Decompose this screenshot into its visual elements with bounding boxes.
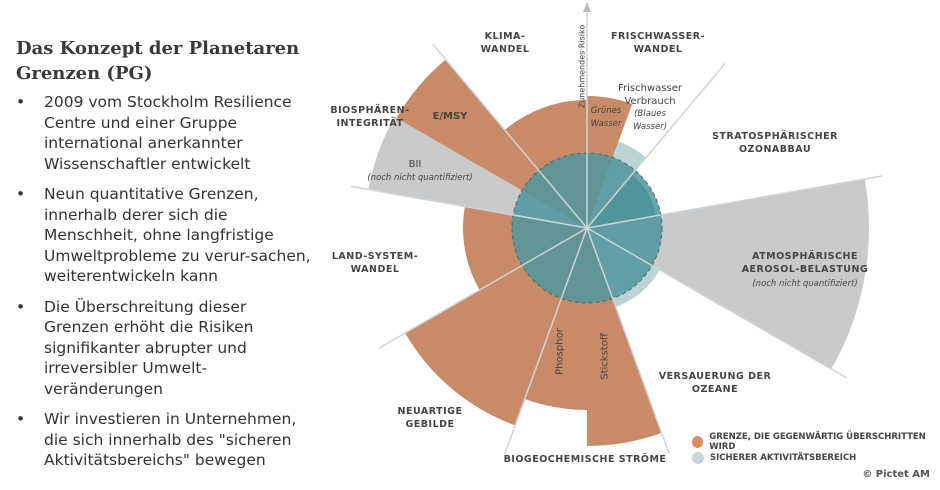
bullet-item: Wir investieren in Unternehmen, die sich… (14, 409, 314, 471)
label-aerosol-note: (noch nicht quantifiziert) (752, 279, 858, 289)
copyright: © Pictet AM (862, 469, 930, 480)
arrow-up-icon (583, 2, 591, 12)
label-stickstoff: Stickstoff (599, 333, 611, 380)
label-ozon: STRATOSPHÄRISCHER OZONABBAU (712, 131, 838, 155)
label-frischwasser: FRISCHWASSER- WANDEL (610, 31, 705, 55)
sector-divider (504, 227, 588, 454)
label-neu: NEUARTIGE GEBILDE (397, 406, 463, 430)
sector-divider (586, 175, 883, 229)
sector-divider (350, 185, 588, 229)
bullet-item: Neun quantitative Grenzen, innerhalb der… (14, 184, 314, 287)
label-aerosol: ATMOSPHÄRISCHE AEROSOL-BELASTUNG (741, 251, 869, 275)
sector-divider (586, 62, 726, 229)
legend-exceeded: GRENZE, DIE GEGENWÄRTIG ÜBERSCHRITTEN WI… (692, 432, 940, 452)
label-frischwasser-verbrauch: Frischwasser Verbrauch (618, 83, 682, 107)
label-bii-note: (noch nicht quantifiziert) (367, 173, 473, 183)
bullet-item: Die Überschreitung dieser Grenzen erhöht… (14, 297, 314, 400)
label-blaues-wasser: (Blaues Wasser) (632, 109, 668, 132)
axis-label-risk: Zunehmendes Risiko (577, 24, 587, 109)
label-bii: BII (408, 159, 422, 170)
label-emsy: E/MSY (432, 111, 468, 122)
label-land: LAND-SYSTEM- WANDEL (331, 251, 419, 275)
sector-divider (378, 227, 588, 349)
slide-title: Das Konzept der Planetaren Grenzen (PG) (16, 38, 300, 84)
orange-dot-icon (692, 436, 704, 448)
sector-divider (432, 43, 588, 229)
sector-divider (586, 227, 848, 379)
legend-exceeded-label: GRENZE, DIE GEGENWÄRTIG ÜBERSCHRITTEN WI… (709, 432, 926, 452)
label-ozean: VERSAUERUNG DER OZEANE (658, 371, 772, 395)
legend-safe: SICHERER AKTIVITÄTSBEREICH (692, 452, 856, 464)
legend-safe-label: SICHERER AKTIVITÄTSBEREICH (710, 453, 857, 463)
label-phosphor: Phosphor (554, 328, 566, 375)
label-biosphaere: BIOSPHÄREN- INTEGRITÄT (330, 105, 410, 129)
light-blue-dot-icon (692, 452, 704, 464)
label-bio: BIOGEOCHEMISCHE STRÖME (503, 454, 667, 465)
label-gruenes-wasser: Grünes Wasser (590, 106, 622, 129)
sector-divider (586, 227, 670, 454)
label-klima: KLIMA- WANDEL (480, 31, 530, 55)
bullet-list: 2009 vom Stockholm Resilience Centre und… (14, 92, 314, 481)
bullet-item: 2009 vom Stockholm Resilience Centre und… (14, 92, 314, 174)
